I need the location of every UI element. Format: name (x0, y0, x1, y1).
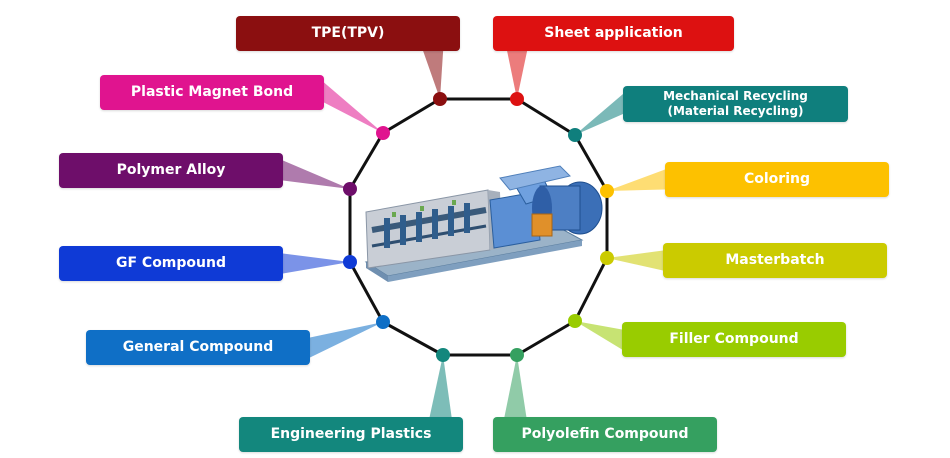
label-text-sheet: Sheet application (544, 25, 683, 41)
connector-coloring (607, 169, 665, 191)
node-masterbatch (600, 251, 614, 265)
connector-masterbatch (607, 250, 663, 271)
label-polyolefin-compound: Polyolefin Compound (493, 417, 717, 452)
label-text-polyolefin-compound: Polyolefin Compound (521, 426, 689, 442)
label-mechanical-recycling: Mechanical Recycling (Material Recycling… (623, 86, 848, 122)
connector-general-compound (310, 322, 383, 358)
label-text-gf-compound: GF Compound (115, 255, 226, 271)
label-text-masterbatch: Masterbatch (725, 252, 825, 268)
node-tpe (433, 92, 447, 106)
connector-sheet (507, 51, 528, 99)
label-text-tpe: TPE(TPV) (311, 25, 385, 41)
node-polyolefin-compound (510, 348, 524, 362)
label-filler-compound: Filler Compound (622, 322, 846, 357)
label-gf-compound: GF Compound (59, 246, 283, 281)
label-text-coloring: Coloring (743, 171, 810, 187)
label-polymer-alloy: Polymer Alloy (59, 153, 283, 188)
connector-filler-compound (575, 321, 622, 350)
label-sheet: Sheet application (493, 16, 734, 51)
label-tpe: TPE(TPV) (236, 16, 460, 51)
node-mechanical-recycling (568, 128, 582, 142)
label-general-compound: General Compound (86, 330, 310, 365)
extruder-machine-icon (364, 165, 603, 282)
connector-polymer-alloy (283, 160, 350, 189)
connector-tpe (423, 51, 444, 99)
node-coloring (600, 184, 614, 198)
connector-plastic-magnet (324, 82, 383, 133)
label-masterbatch: Masterbatch (663, 243, 887, 278)
label-text-general-compound: General Compound (122, 339, 274, 355)
label-text-engineering-plastics: Engineering Plastics (270, 426, 432, 442)
label-text-mechanical-recycling: Mechanical Recycling (Material Recycling… (663, 89, 808, 118)
node-filler-compound (568, 314, 582, 328)
label-plastic-magnet: Plastic Magnet Bond (100, 75, 324, 110)
node-engineering-plastics (436, 348, 450, 362)
connector-engineering-plastics (429, 355, 452, 417)
node-gf-compound (343, 255, 357, 269)
label-text-polymer-alloy: Polymer Alloy (116, 162, 226, 178)
node-general-compound (376, 315, 390, 329)
connector-group (283, 51, 665, 417)
connector-gf-compound (283, 253, 350, 274)
connector-mechanical-recycling (575, 94, 623, 135)
label-text-filler-compound: Filler Compound (669, 331, 799, 347)
label-text-plastic-magnet: Plastic Magnet Bond (130, 84, 294, 100)
node-sheet (510, 92, 524, 106)
connector-polyolefin-compound (504, 355, 527, 417)
node-polymer-alloy (343, 182, 357, 196)
label-coloring: Coloring (665, 162, 889, 197)
label-engineering-plastics: Engineering Plastics (239, 417, 463, 452)
node-plastic-magnet (376, 126, 390, 140)
